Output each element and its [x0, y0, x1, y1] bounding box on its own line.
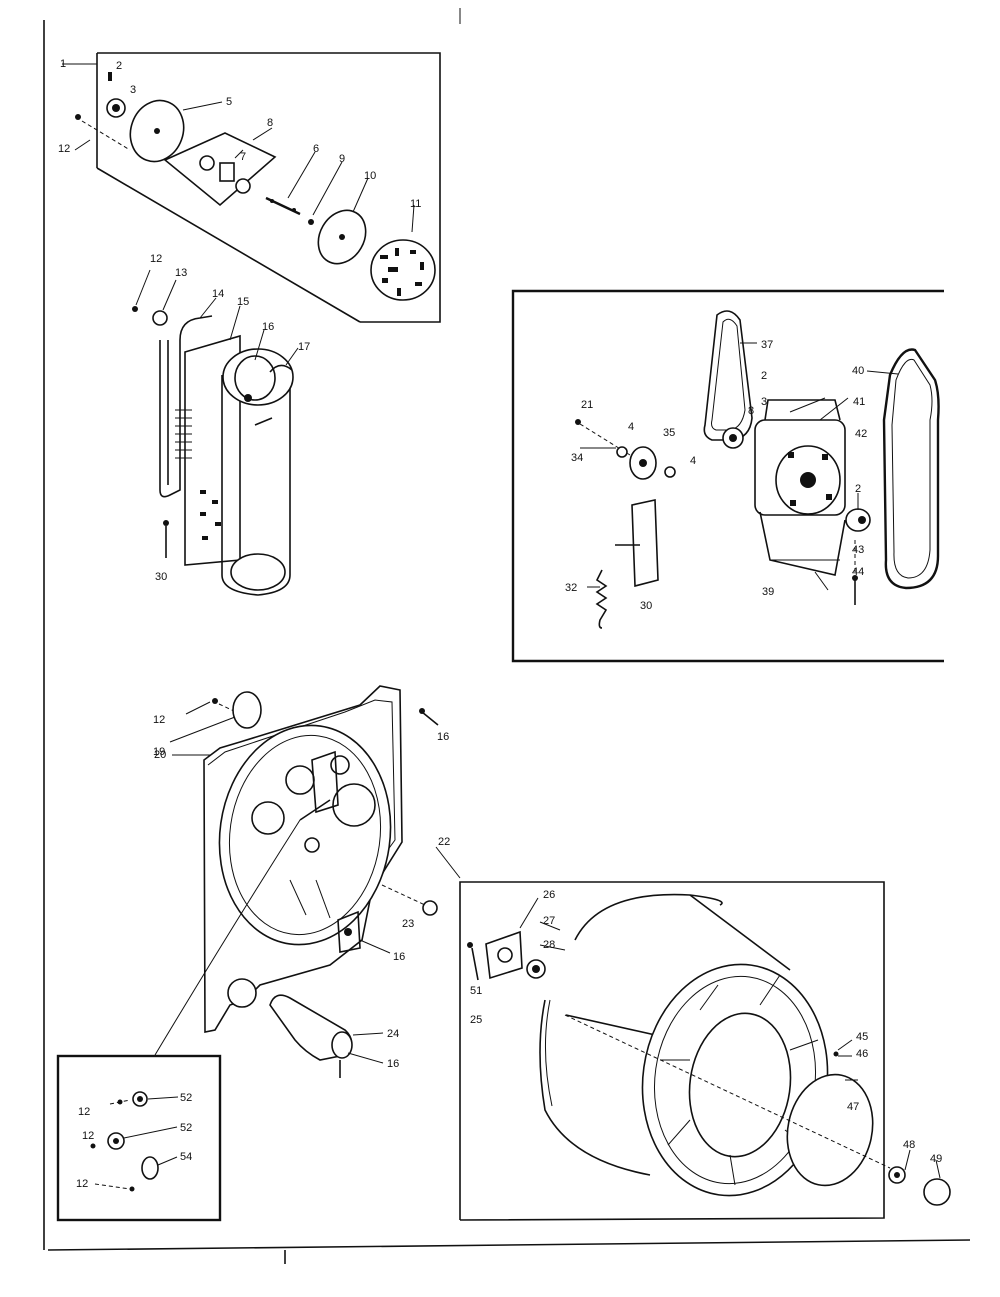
label-motor-4a: 4: [628, 421, 634, 433]
label-drum-49: 49: [930, 1153, 942, 1165]
label-duct-30: 30: [155, 571, 167, 583]
drum-assembly: 22 26 27 28 51 25 45 46 47 48 49: [435, 836, 951, 1221]
label-inset-12c: 12: [76, 1178, 88, 1190]
label-inset-12a: 12: [78, 1106, 90, 1118]
label-duct-14: 14: [212, 288, 224, 300]
label-blower-7: 7: [240, 151, 246, 163]
label-inset-54: 54: [180, 1151, 192, 1163]
blower-assembly: 1 2 3 5 8 7 6 9 10 11 12: [58, 52, 441, 323]
label-motor-2a: 2: [761, 370, 767, 382]
label-motor-32: 32: [565, 582, 577, 594]
label-blower-5: 5: [226, 96, 232, 108]
label-motor-3: 3: [761, 396, 767, 408]
label-blower-12: 12: [58, 143, 70, 155]
label-blower-11: 11: [410, 198, 421, 210]
label-motor-39: 39: [762, 586, 774, 598]
label-inset-52b: 52: [180, 1122, 192, 1134]
duct-assembly: 12 13 14 15 16 17 30: [132, 253, 310, 596]
label-motor-4b: 4: [690, 455, 696, 467]
label-duct-16: 16: [262, 321, 274, 333]
label-blower-1: 1: [60, 58, 66, 70]
label-motor-21: 21: [581, 399, 593, 411]
label-motor-42: 42: [855, 428, 867, 440]
label-drum-28: 28: [543, 939, 555, 951]
label-motor-43: 43: [852, 544, 864, 556]
label-motor-44: 44: [852, 566, 864, 578]
page-border: [43, 8, 971, 1264]
label-duct-13: 13: [175, 267, 187, 279]
label-bulkhead-16b: 16: [393, 951, 405, 963]
label-blower-8: 8: [267, 117, 273, 129]
label-drum-47: 47: [847, 1101, 859, 1113]
label-motor-8: 8: [748, 405, 754, 417]
label-bulkhead-20: 20: [154, 749, 166, 761]
label-bulkhead-16c: 16: [387, 1058, 399, 1070]
label-blower-3: 3: [130, 84, 136, 96]
label-drum-46: 46: [856, 1048, 868, 1060]
label-blower-10: 10: [364, 170, 376, 182]
label-blower-2: 2: [116, 60, 122, 72]
label-drum-45: 45: [856, 1031, 868, 1043]
label-motor-30: 30: [640, 600, 652, 612]
label-drum-51: 51: [470, 985, 482, 997]
bulkhead-assembly: 12 19 20 16 23 16 24 16: [153, 685, 449, 1078]
label-duct-15: 15: [237, 296, 249, 308]
label-blower-6: 6: [313, 143, 319, 155]
label-bulkhead-24: 24: [387, 1028, 399, 1040]
label-motor-34: 34: [571, 452, 583, 464]
label-drum-22: 22: [438, 836, 450, 848]
label-bulkhead-16a: 16: [437, 731, 449, 743]
label-motor-37: 37: [761, 339, 773, 351]
label-duct-17: 17: [298, 341, 310, 353]
label-motor-40: 40: [852, 365, 864, 377]
label-motor-35: 35: [663, 427, 675, 439]
label-duct-12: 12: [150, 253, 162, 265]
label-drum-26: 26: [543, 889, 555, 901]
label-inset-12b: 12: [82, 1130, 94, 1142]
label-drum-27: 27: [543, 915, 555, 927]
label-bulkhead-23: 23: [402, 918, 414, 930]
label-inset-52a: 52: [180, 1092, 192, 1104]
label-drum-25: 25: [470, 1014, 482, 1026]
label-motor-2b: 2: [855, 483, 861, 495]
label-bulkhead-12: 12: [153, 714, 165, 726]
label-motor-41: 41: [853, 396, 865, 408]
label-blower-9: 9: [339, 153, 345, 165]
inset-assembly: 12 52 12 52 12 54: [56, 1054, 222, 1222]
motor-assembly: 21 34 4 35 4 37 2 8 3 41 42 40 2 43 44 3…: [511, 289, 944, 663]
label-drum-48: 48: [903, 1139, 915, 1151]
label-bulkhead-19: 19: [153, 746, 165, 758]
